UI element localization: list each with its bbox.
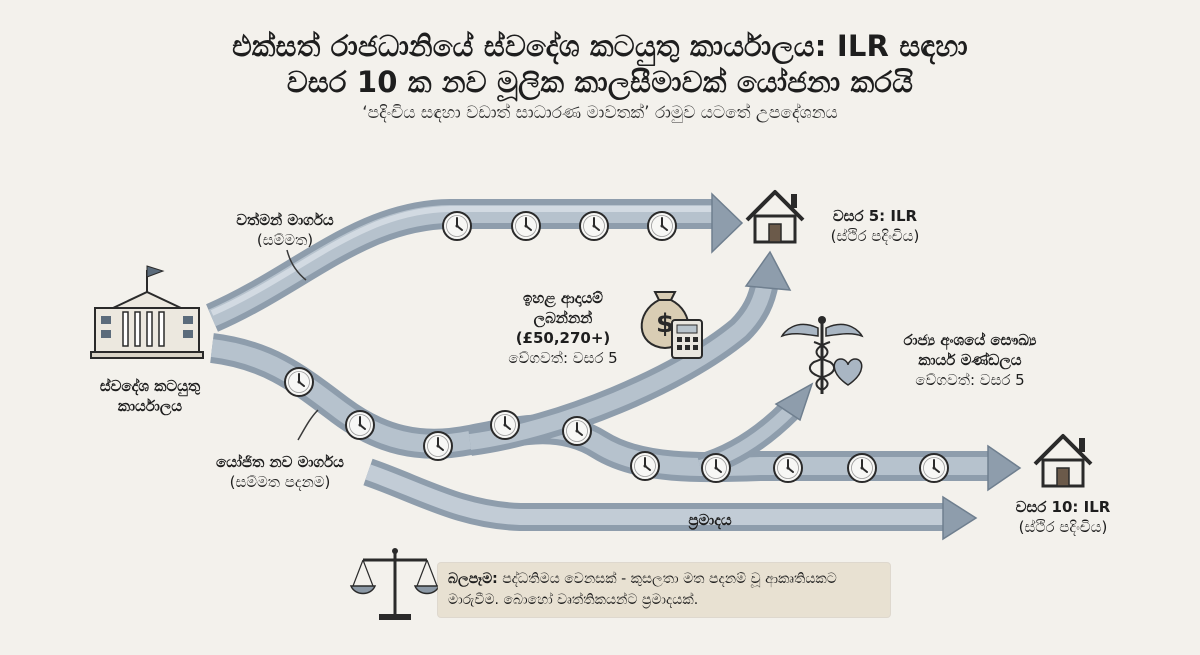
clock-icon — [284, 367, 314, 397]
clock-icon — [511, 211, 541, 241]
heart-icon — [833, 358, 863, 386]
impact-note-body: පද්ධතිමය වෙනසක් - කුසලතා මත පදනම් වූ ආකෘ… — [448, 571, 837, 608]
clock-icon — [630, 451, 660, 481]
current-route-arrowhead — [711, 192, 744, 254]
title-line-2: වසර 10 ක නව මූලික කාලසීමාවක් යෝජනා කරයි — [286, 65, 914, 99]
year5-label: වසර 5: ILR (ස්ථිර පදිංචිය) — [830, 207, 920, 245]
clock-icon — [562, 416, 592, 446]
clock-icon — [847, 453, 877, 483]
house-icon — [1033, 434, 1093, 488]
proposed-route-label: යෝජිත නව මාර්ගය (සම්මත පදනම) — [216, 453, 344, 491]
delay-label: ප්‍රමාදය — [688, 511, 732, 529]
current-route-label: වත්මන් මාර්ගය (සම්මත) — [236, 211, 334, 249]
impact-note-text: බලපෑම: පද්ධතිමය වෙනසක් - කුසලතා මත පදනම්… — [448, 569, 884, 611]
clock-icon — [773, 453, 803, 483]
government-building-icon — [90, 265, 204, 359]
high-earners-label: ඉහළ ආදායම් ලබන්නන් (£50,270+) වේගවත්: වස… — [508, 289, 618, 367]
year10-label: වසර 10: ILR (ස්ථිර පදිංචිය) — [1015, 498, 1111, 536]
clock-icon — [442, 211, 472, 241]
clock-icon — [701, 453, 731, 483]
home-office-label: ස්වදේශ කටයුතු කාර්යාලය — [99, 377, 201, 415]
calculator-icon — [671, 319, 703, 359]
subtitle: ‘පදිංචිය සඳහා වඩාත් සාධාරණ මාවතක්’ රාමුව… — [362, 103, 838, 123]
clock-icon — [490, 410, 520, 440]
svg-text:$: $ — [656, 309, 674, 339]
clock-icon — [579, 211, 609, 241]
clock-icon — [647, 211, 677, 241]
proposed-route-pointer — [297, 409, 319, 441]
clock-icon — [345, 410, 375, 440]
impact-note-label: බලපෑම: — [448, 571, 498, 587]
clock-icon — [919, 453, 949, 483]
clock-icon — [423, 431, 453, 461]
proposed-route-arrowhead — [987, 444, 1022, 492]
impact-note: බලපෑම: පද්ධතිමය වෙනසක් - කුසලතා මත පදනම්… — [438, 563, 890, 617]
current-route-pointer — [286, 249, 307, 281]
title-line-1: එක්සත් රාජධානියේ ස්වදේශ කටයුතු කාර්යාලය:… — [232, 29, 968, 63]
public-sector-label: රාජ්‍ය අංශයේ සෞඛ්‍ය කාර්ය මණ්ඩලය වේගවත්:… — [903, 331, 1037, 389]
house-icon — [745, 190, 805, 244]
scales-icon — [349, 548, 441, 620]
